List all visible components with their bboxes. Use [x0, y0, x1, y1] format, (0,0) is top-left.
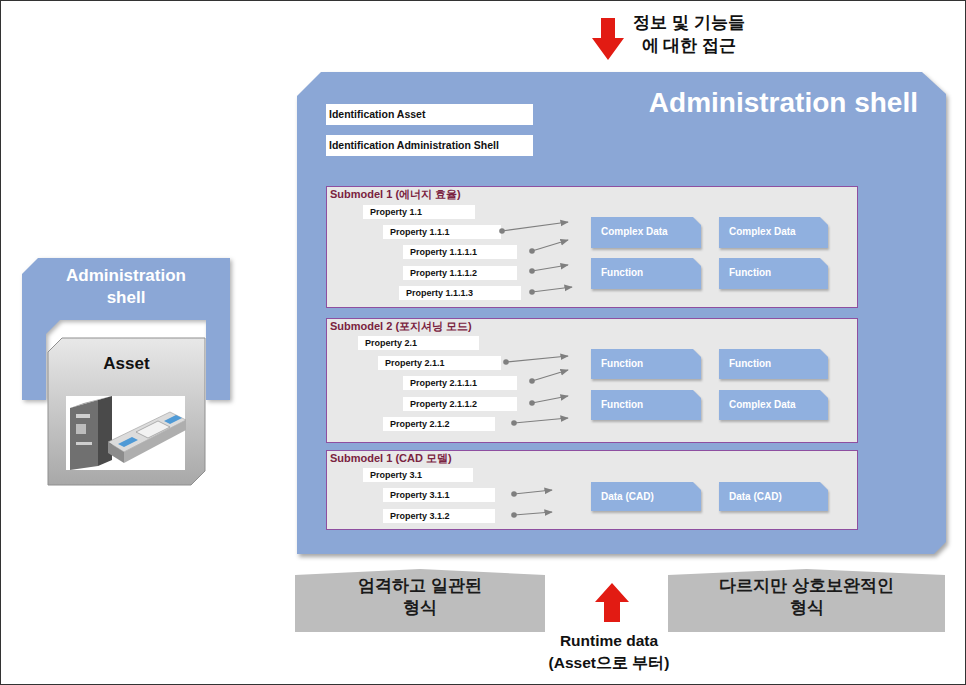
- node-label: 엄격하고 일관된 형식: [350, 575, 490, 619]
- submodel-box: Property 2.1Property 2.1.1Property 2.1.1…: [326, 318, 858, 443]
- admin-shell-box-shape: [297, 72, 946, 554]
- property-box: Property 3.1.1: [383, 488, 495, 502]
- node-label: Function: [601, 258, 643, 287]
- data-box: Data (CAD): [719, 482, 828, 511]
- node-label: Property 1.1.1.2: [410, 266, 477, 280]
- property-box: Property 1.1: [363, 205, 475, 219]
- node-label: Property 1.1.1: [390, 225, 450, 239]
- data-box: Function: [591, 390, 701, 420]
- node-label: Property 1.1.1.3: [406, 286, 473, 300]
- data-box-shape: [719, 349, 828, 379]
- node-label: Property 3.1.1: [390, 488, 450, 502]
- annotation-label: Runtime data (Asset으로 부터): [534, 630, 684, 674]
- format-band-shape: [295, 569, 545, 632]
- node-label: Property 3.1: [370, 468, 422, 482]
- node-label: Property 2.1.1.2: [410, 397, 477, 411]
- property-box: Property 3.1: [363, 468, 473, 482]
- asset-box: Asset: [48, 338, 205, 485]
- node-label: Asset: [48, 353, 205, 375]
- node-label: Property 2.1.1: [385, 356, 445, 370]
- submodel-box: Property 1.1Property 1.1.1Property 1.1.1…: [326, 186, 858, 308]
- node-label: Identification Asset: [329, 104, 425, 125]
- node-label: 다르지만 상호보완적인 형식: [712, 575, 902, 619]
- access-arrow: [592, 18, 624, 60]
- node-label: Property 3.1.2: [390, 509, 450, 523]
- data-box-shape: [719, 217, 828, 248]
- data-box-shape: [591, 390, 701, 420]
- data-box: Complex Data: [591, 217, 701, 248]
- node-label: Complex Data: [601, 217, 668, 246]
- data-box: Complex Data: [719, 217, 828, 248]
- node-label: Property 2.1.1.1: [410, 376, 477, 390]
- node-label: Administration shell: [649, 86, 918, 120]
- property-box: Property 1.1.1.3: [399, 286, 521, 300]
- node-label: Property 2.1: [365, 336, 417, 350]
- node-label: Data (CAD): [601, 482, 654, 511]
- data-box: Function: [719, 349, 828, 379]
- node-label: Complex Data: [729, 390, 796, 419]
- data-box-shape: [719, 390, 828, 420]
- data-box: Function: [591, 258, 701, 289]
- runtime-arrow: [595, 583, 629, 622]
- submodel-box: Property 3.1Property 3.1.1Property 3.1.2…: [326, 450, 858, 530]
- identification-box: Identification Administration Shell: [326, 135, 533, 156]
- data-box-shape: [719, 482, 828, 511]
- node-label: Function: [601, 349, 643, 378]
- node-label: Property 2.1.2: [390, 417, 450, 431]
- format-band-shape: [668, 569, 945, 632]
- node-label: Submodel 2 (포지셔닝 모드): [330, 319, 472, 334]
- identification-box: Identification Asset: [326, 104, 533, 125]
- node-label: Submodel 1 (CAD 모델): [330, 451, 452, 466]
- property-box: Property 2.1: [358, 336, 479, 350]
- property-box: Property 2.1.1.1: [403, 376, 517, 390]
- data-box: Function: [591, 349, 701, 379]
- node-label: Property 1.1.1.1: [410, 245, 477, 259]
- property-box: Property 1.1.1.1: [403, 245, 517, 259]
- node-label: Identification Administration Shell: [329, 135, 499, 156]
- node-label: Function: [601, 390, 643, 419]
- data-box-shape: [591, 349, 701, 379]
- format-band: 엄격하고 일관된 형식: [295, 569, 545, 632]
- node-label: Property 1.1: [370, 205, 422, 219]
- node-label: Function: [729, 349, 771, 378]
- annotation-label: 정보 및 기능들 에 대한 접근: [628, 11, 750, 57]
- node-label: Function: [729, 258, 771, 287]
- data-box-shape: [591, 217, 701, 248]
- data-box: Data (CAD): [591, 482, 701, 511]
- data-box: Complex Data: [719, 390, 828, 420]
- property-box: Property 3.1.2: [383, 509, 495, 523]
- data-box-shape: [591, 258, 701, 289]
- property-box: Property 2.1.1: [378, 356, 501, 370]
- property-box: Property 1.1.1.2: [403, 266, 517, 280]
- data-box-shape: [719, 258, 828, 289]
- node-label: Submodel 1 (에너지 효율): [330, 187, 461, 202]
- asset-box-shape: [48, 338, 205, 485]
- node-label: Administration shell: [57, 265, 195, 309]
- property-box: Property 2.1.2: [383, 417, 495, 431]
- data-box-shape: [591, 482, 701, 511]
- node-label: Data (CAD): [729, 482, 782, 511]
- format-band: 다르지만 상호보완적인 형식: [668, 569, 945, 632]
- property-box: Property 1.1.1: [383, 225, 501, 239]
- admin-shell-box: Identification AssetIdentification Admin…: [297, 72, 946, 554]
- data-box: Function: [719, 258, 828, 289]
- property-box: Property 2.1.1.2: [403, 397, 517, 411]
- node-label: Complex Data: [729, 217, 796, 246]
